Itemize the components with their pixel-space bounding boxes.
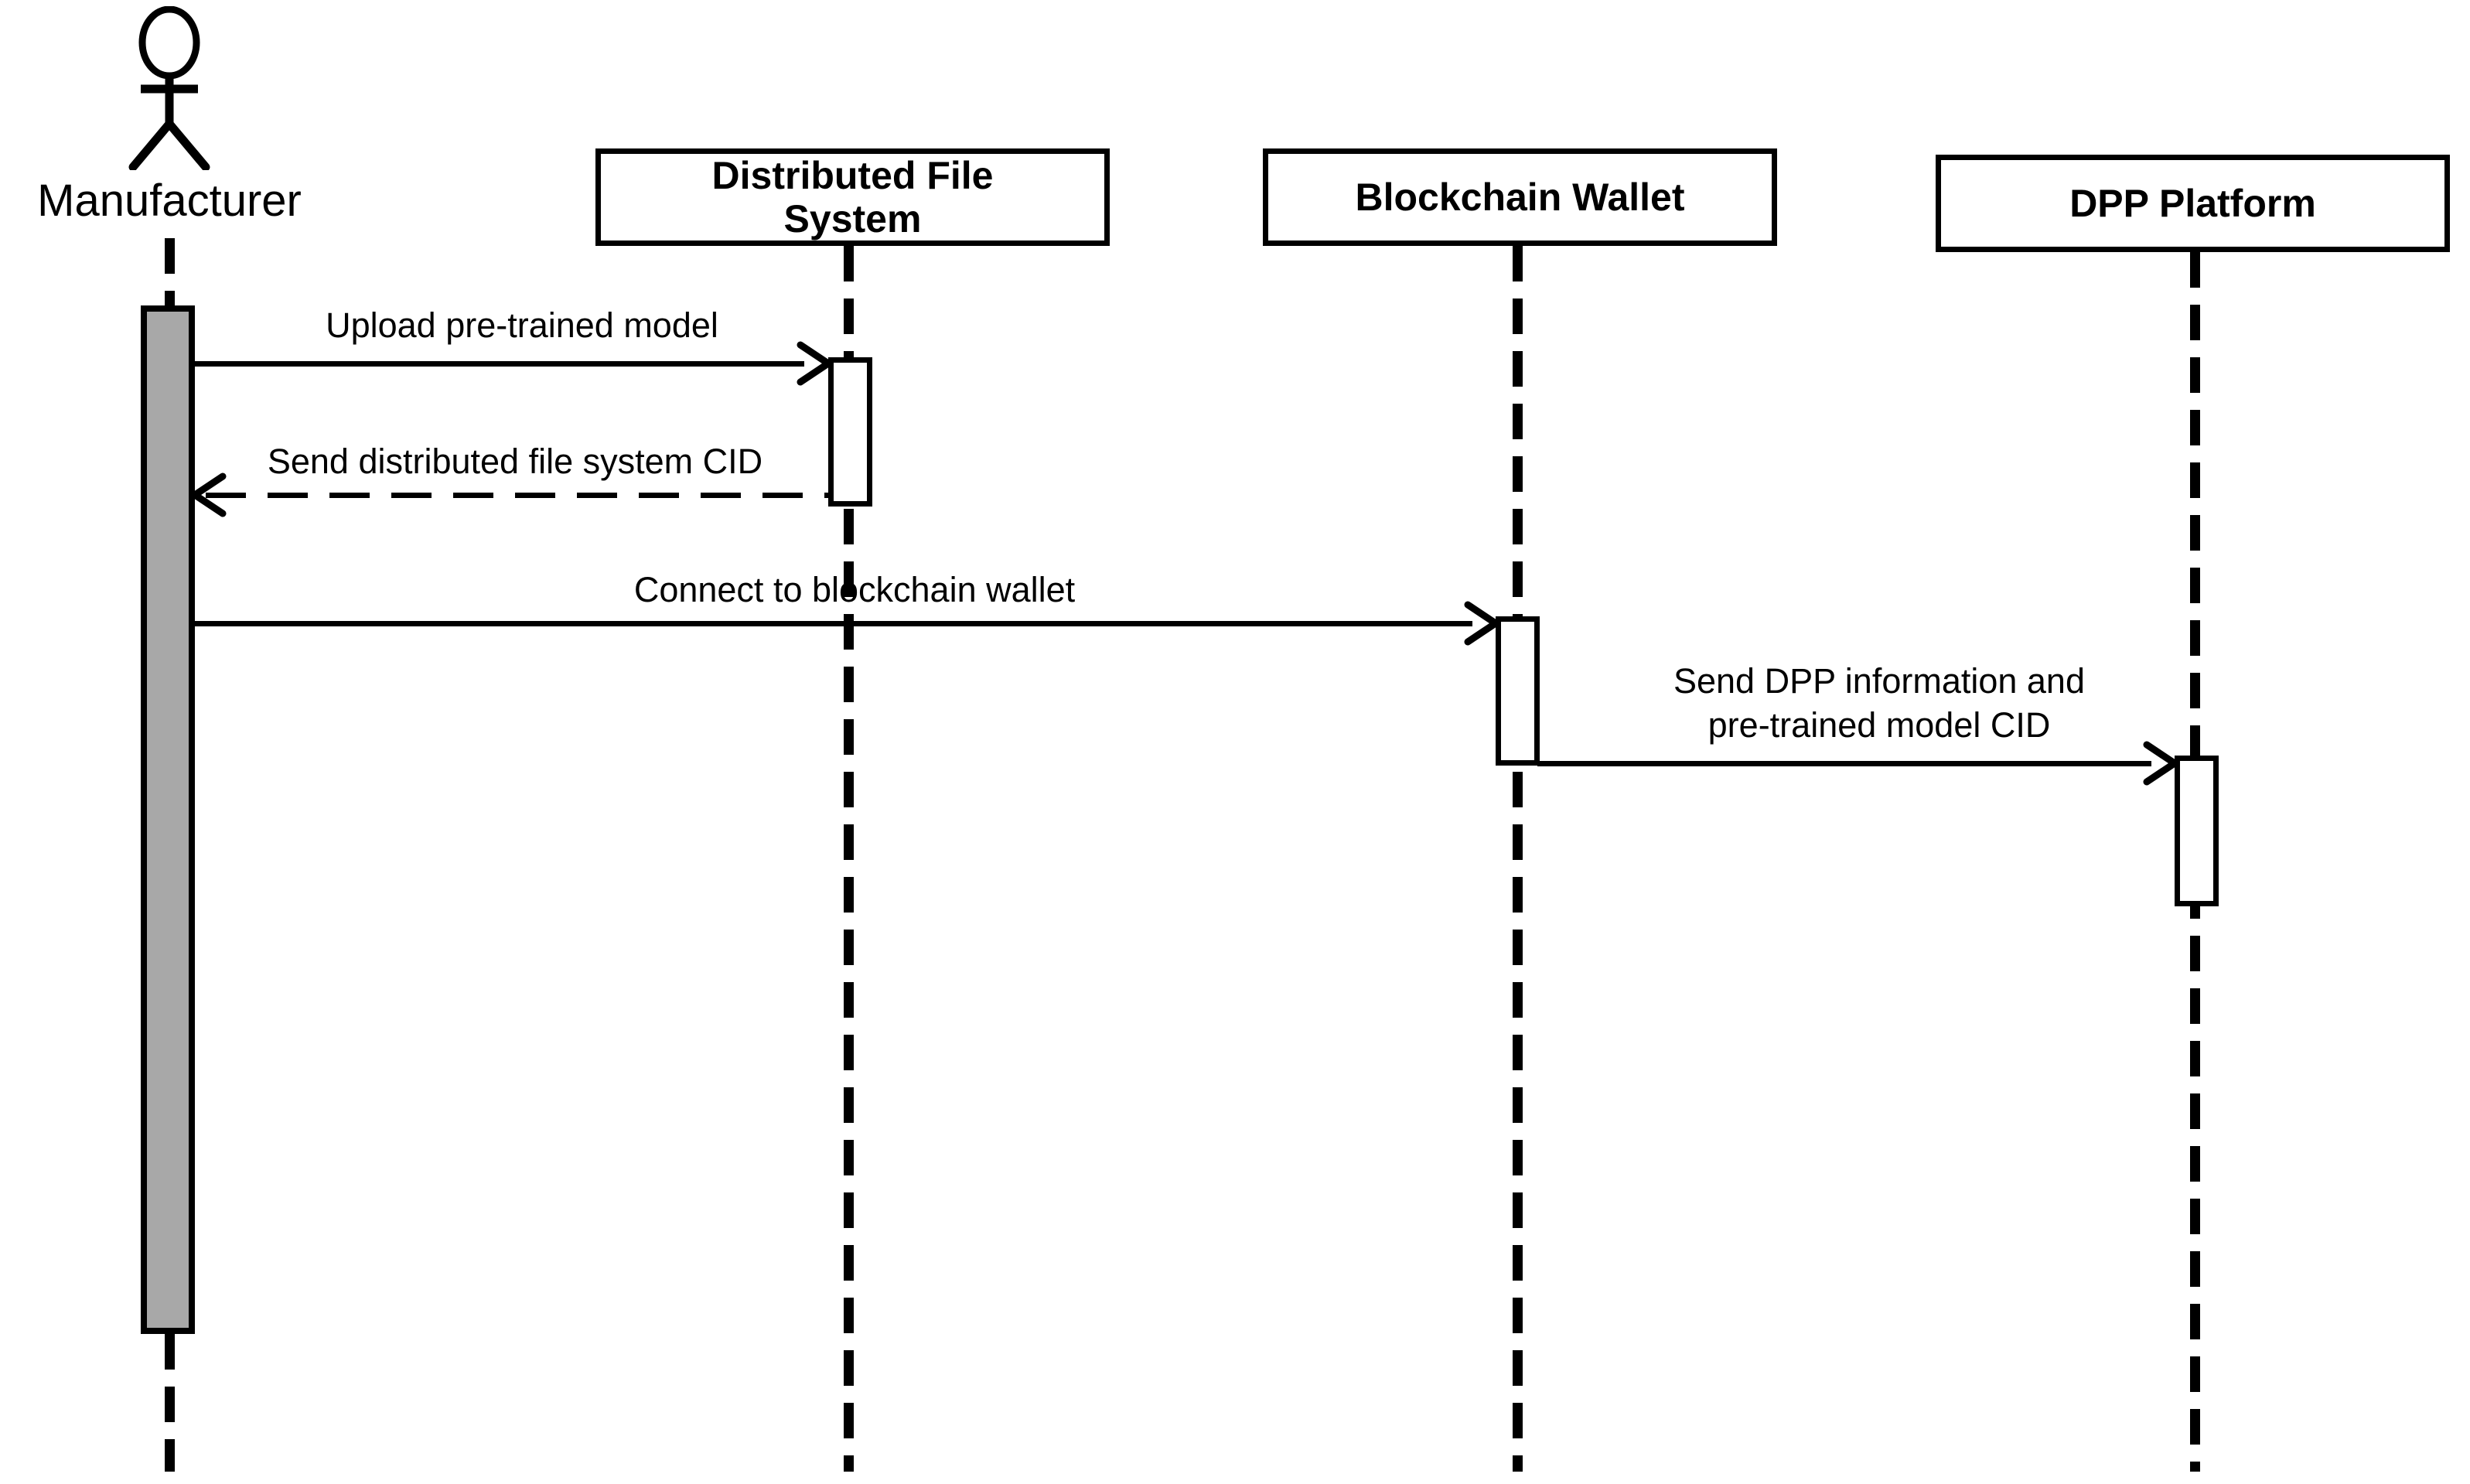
participant-box-blockchain-wallet: Blockchain Wallet xyxy=(1263,148,1777,246)
lifeline-distributed-file-system xyxy=(844,246,854,1472)
participant-label-line: Distributed File xyxy=(711,154,994,197)
message-line-send-dpp-info xyxy=(1537,761,2151,766)
message-label-send-cid: Send distributed file system CID xyxy=(267,442,763,481)
actor-leg-right xyxy=(165,119,210,170)
actor-label-manufacturer: Manufacturer xyxy=(37,176,302,226)
message-label-connect-wallet: Connect to blockchain wallet xyxy=(633,570,1076,609)
message-label-upload-model: Upload pre-trained model xyxy=(326,305,718,345)
actor-leg-left xyxy=(128,119,174,170)
message-line-upload-model xyxy=(195,361,804,367)
lifeline-manufacturer-lower xyxy=(165,1334,175,1472)
participant-label-line: System xyxy=(783,197,922,241)
arrowhead-right-icon xyxy=(1464,601,1499,646)
participant-box-distributed-file-system: Distributed File System xyxy=(595,148,1110,246)
activation-bar-blockchain-wallet xyxy=(1496,616,1540,766)
message-label-line: Send DPP information and xyxy=(1673,661,2085,701)
message-label-send-dpp-info: Send DPP information and pre-trained mod… xyxy=(1605,659,2154,747)
message-line-connect-wallet xyxy=(195,621,1472,626)
activation-bar-dpp-platform xyxy=(2175,756,2219,906)
lifeline-blockchain-wallet xyxy=(1513,246,1523,1472)
participant-label-line: DPP Platform xyxy=(2069,182,2316,225)
participant-label-line: Blockchain Wallet xyxy=(1355,176,1685,219)
activation-bar-manufacturer xyxy=(141,305,195,1334)
message-label-line: pre-trained model CID xyxy=(1708,705,2051,745)
arrowhead-left-icon xyxy=(191,472,227,517)
arrowhead-right-icon xyxy=(797,341,832,386)
participant-box-dpp-platform: DPP Platform xyxy=(1936,155,2450,252)
message-line-send-cid xyxy=(206,493,828,498)
actor-head xyxy=(138,6,200,80)
person-actor-icon xyxy=(128,6,210,170)
lifeline-manufacturer-upper xyxy=(165,238,175,305)
activation-bar-distributed-file-system xyxy=(828,357,872,507)
arrowhead-right-icon xyxy=(2143,741,2178,786)
